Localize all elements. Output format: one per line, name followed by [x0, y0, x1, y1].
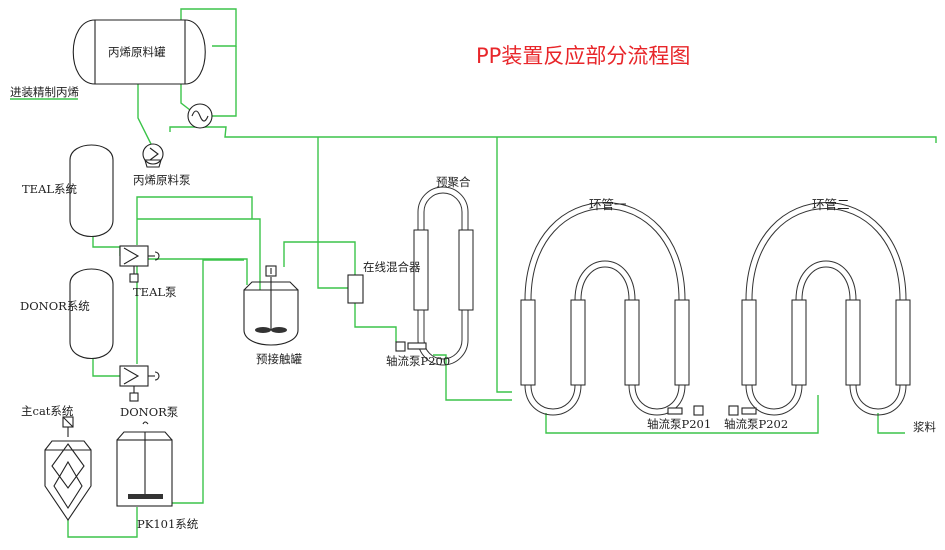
label-loop-one: 环管一 [589, 197, 627, 212]
donor-pump-icon [119, 365, 160, 402]
label-donor-system: DONOR系统 [20, 299, 90, 313]
pump-p200-icon [395, 341, 427, 352]
label-inline-mixer: 在线混合器 [363, 260, 421, 274]
pipelines [10, 8, 937, 538]
catalyst-vessel [44, 416, 92, 521]
pump-p202-icon [728, 405, 757, 416]
pipe-exchanger-return [212, 46, 237, 117]
label-pump-p201: 轴流泵P201 [647, 417, 712, 431]
pipe-tank-to-exchanger [180, 83, 191, 111]
label-precontact-tank: 预接触罐 [256, 352, 302, 366]
pipe-p200-to-loop1 [433, 354, 512, 401]
pk101-vessel [116, 421, 173, 507]
teal-vessel [69, 144, 114, 238]
pipe-header-mixer [317, 137, 348, 289]
label-teal-system: TEAL系统 [22, 182, 78, 196]
pipe-loop1-to-loop2 [545, 395, 819, 434]
inline-mixer [347, 274, 364, 304]
pipe-slurry [877, 413, 905, 434]
pipe-mixer-out [354, 303, 397, 342]
label-propylene-feed: 进装精制丙烯 [10, 85, 79, 99]
pipe-precontact-out [283, 241, 356, 275]
loop-reactor-one [520, 202, 690, 416]
loop-reactor-two [741, 202, 911, 416]
precontact-tank [243, 265, 299, 346]
pump-p201-icon [667, 405, 704, 416]
label-main-cat-system: 主cat系统 [21, 404, 74, 418]
heat-exchanger-icon [187, 103, 213, 129]
pipe-tank-recycle [180, 8, 237, 47]
diagram-title: PP装置反应部分流程图 [476, 44, 691, 68]
pump-icon [142, 143, 164, 168]
pipe-pk101-outlet [172, 259, 244, 504]
label-propylene-tank: 丙烯原料罐 [108, 45, 166, 59]
teal-pump-icon [119, 245, 160, 283]
pipe-tank-to-pump [137, 80, 153, 147]
pipe-teal-discharge [136, 196, 253, 245]
pipe-donor-vessel [92, 357, 120, 377]
pipe-cat-outlet [67, 507, 138, 538]
label-pk101-system: PK101系统 [137, 517, 199, 531]
label-slurry: 浆料 [913, 420, 936, 434]
donor-vessel [69, 268, 114, 360]
prepolymerizer [413, 186, 474, 366]
label-prepolymerization: 预聚合 [436, 175, 471, 189]
label-loop-two: 环管二 [812, 197, 850, 212]
pipe-propylene-header [169, 126, 937, 143]
label-teal-pump: TEAL泵 [133, 285, 177, 299]
label-pump-p202: 轴流泵P202 [724, 417, 789, 431]
pipe-donor-discharge [136, 258, 248, 364]
label-donor-pump: DONOR泵 [120, 405, 179, 419]
pipe-teal-branch [137, 218, 261, 290]
label-propylene-pump: 丙烯原料泵 [133, 173, 191, 187]
propylene-tank [72, 19, 206, 85]
label-pump-p200: 轴流泵P200 [386, 354, 451, 368]
pipe-header-loop [496, 137, 512, 393]
